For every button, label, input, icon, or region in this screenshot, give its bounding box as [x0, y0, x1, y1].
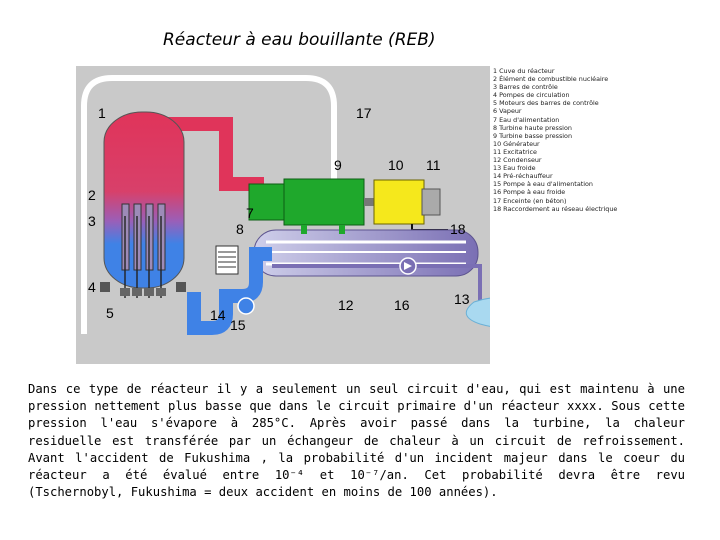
legend-item: 12 Condenseur [493, 156, 542, 165]
containment [81, 75, 337, 334]
pre-heater [215, 245, 239, 275]
label-exciter: 11 [426, 157, 441, 173]
legend-item: 1 Cuve du réacteur [493, 67, 555, 75]
label-feed-pump: 15 [230, 317, 246, 333]
reactor-diagram: 1 2 3 4 5 7 8 9 10 11 12 13 14 15 16 17 … [76, 66, 490, 364]
label-cold-pump: 16 [394, 297, 410, 313]
label-pumps: 4 [88, 279, 96, 295]
control-rod-drives [120, 288, 166, 296]
legend-item: 10 Générateur [493, 139, 540, 148]
label-preheater: 14 [210, 307, 226, 323]
feedwater-pipe [187, 247, 272, 335]
river [465, 297, 490, 327]
label-vessel: 1 [98, 105, 106, 121]
circulation-pumps [100, 282, 186, 292]
legend-item: 8 Turbine haute pression [493, 123, 572, 132]
legend-item: 13 Eau froide [493, 164, 536, 173]
legend-item: 9 Turbine basse pression [493, 131, 573, 140]
turbine-low-pressure [283, 178, 365, 226]
legend-item: 15 Pompe à eau d'alimentation [493, 180, 593, 189]
cooling-water-loop [272, 264, 482, 302]
control-rods [124, 216, 162, 298]
pre-heater-coils [218, 251, 236, 268]
label-rods: 3 [88, 213, 96, 229]
description-paragraph: Dans ce type de réacteur il y a seulemen… [28, 382, 685, 500]
steam-pipe [161, 117, 264, 191]
callouts: 1 2 3 4 5 7 8 9 10 11 12 13 14 15 16 17 … [88, 105, 470, 333]
turbine-high-pressure [248, 183, 286, 221]
label-grid: 18 [450, 221, 466, 237]
legend-item: 4 Pompes de circulation [493, 91, 570, 100]
label-turbine-lp: 9 [334, 157, 342, 173]
reactor-diagram-svg: 1 2 3 4 5 7 8 9 10 11 12 13 14 15 16 17 … [81, 75, 490, 335]
legend-item: 14 Pré-réchauffeur [493, 172, 553, 181]
label-drives: 5 [106, 305, 114, 321]
label-condenser: 12 [338, 297, 354, 313]
label-feedwater: 7 [246, 205, 254, 221]
legend-item: 17 Enceinte (en béton) [493, 196, 567, 205]
legend-item: 3 Barres de contrôle [493, 83, 558, 92]
page-title: Réacteur à eau bouillante (REB) [163, 30, 436, 50]
feedwater-pump [237, 297, 255, 315]
legend-item: 6 Vapeur [493, 107, 522, 116]
exciter [421, 188, 441, 216]
label-cold-water: 13 [454, 291, 470, 307]
generator [373, 179, 425, 225]
cold-water-pump-arrow [404, 262, 412, 270]
legend-item: 5 Moteurs des barres de contrôle [493, 99, 599, 108]
legend-item: 18 Raccordement au réseau électrique [493, 204, 618, 213]
label-turbine-hp: 8 [236, 221, 244, 237]
turbine-to-condenser [301, 225, 345, 234]
legend-item: 2 Élément de combustible nucléaire [493, 75, 609, 84]
reactor-vessel [103, 111, 185, 289]
label-fuel: 2 [88, 187, 96, 203]
label-containment: 17 [356, 105, 372, 121]
component-legend: 1 Cuve du réacteur 2 Élément de combusti… [493, 67, 633, 213]
turbine-shaft [364, 198, 376, 206]
grid-connection [411, 224, 448, 231]
legend-item: 11 Excitatrice [493, 147, 537, 156]
legend-item: 16 Pompe à eau froide [493, 188, 566, 197]
legend-item: 7 Eau d'alimentation [493, 115, 560, 124]
label-generator: 10 [388, 157, 404, 173]
